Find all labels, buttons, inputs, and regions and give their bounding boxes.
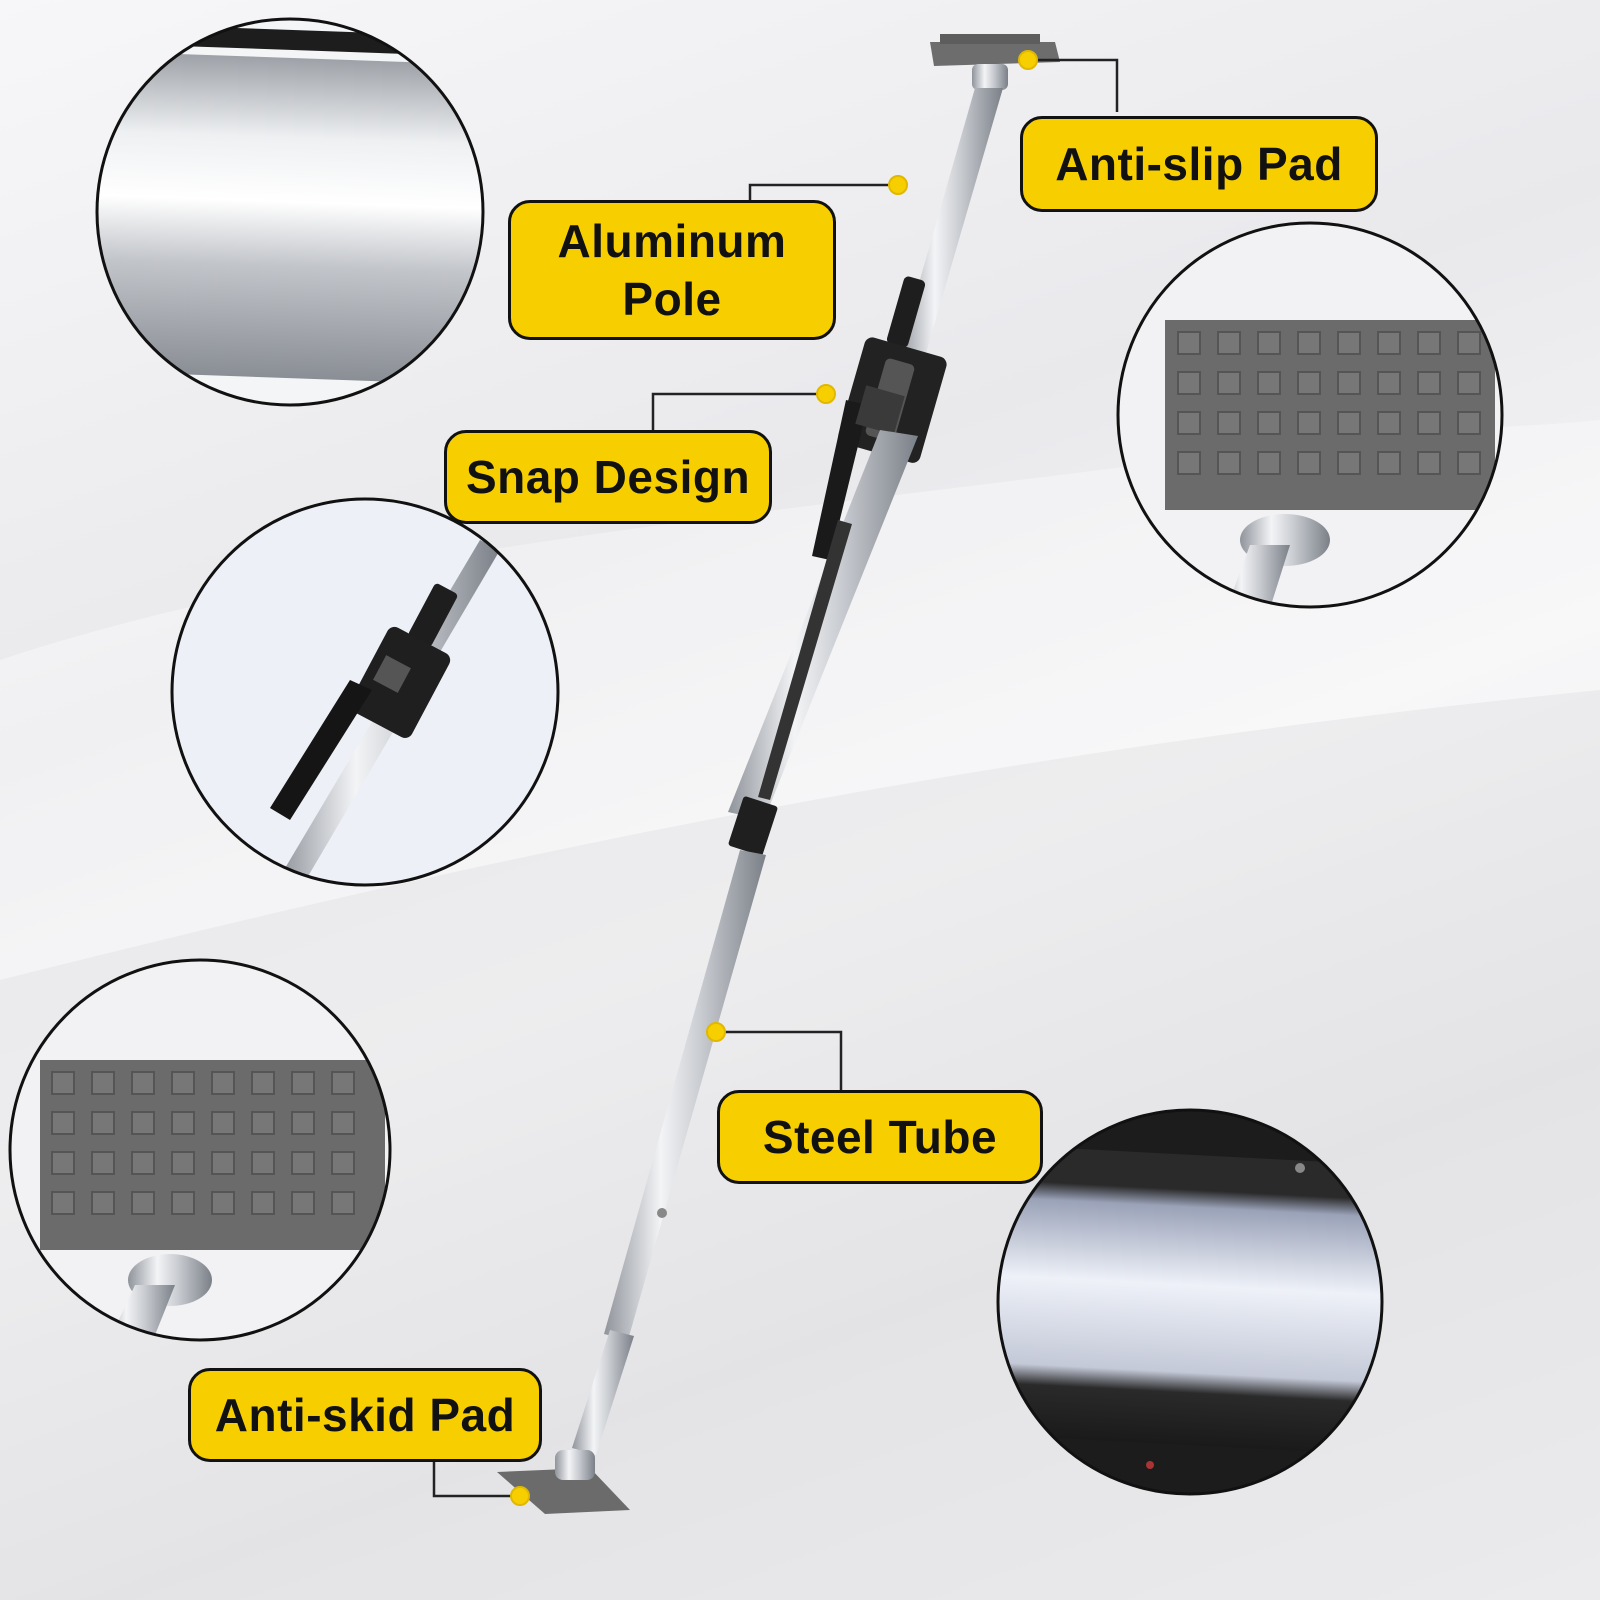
label-anti-slip-pad: Anti-slip Pad <box>1020 116 1378 212</box>
detail-anti-slip-pad <box>1116 221 1504 609</box>
callout-lines <box>432 58 1119 1498</box>
main-pole <box>497 34 1060 1514</box>
snap-mechanism <box>812 276 947 560</box>
detail-steel-tube <box>996 1108 1384 1496</box>
label-snap-design: Snap Design <box>444 430 772 524</box>
top-pad <box>930 42 1060 66</box>
callout-dots <box>510 50 1038 1506</box>
bottom-pad <box>497 1468 630 1514</box>
detail-snap-design <box>170 497 560 887</box>
detail-anti-skid-pad <box>8 958 392 1342</box>
label-aluminum-pole: Aluminum Pole <box>508 200 836 340</box>
detail-aluminum-pole <box>95 17 485 407</box>
label-anti-skid-pad: Anti-skid Pad <box>188 1368 542 1462</box>
label-steel-tube: Steel Tube <box>717 1090 1043 1184</box>
